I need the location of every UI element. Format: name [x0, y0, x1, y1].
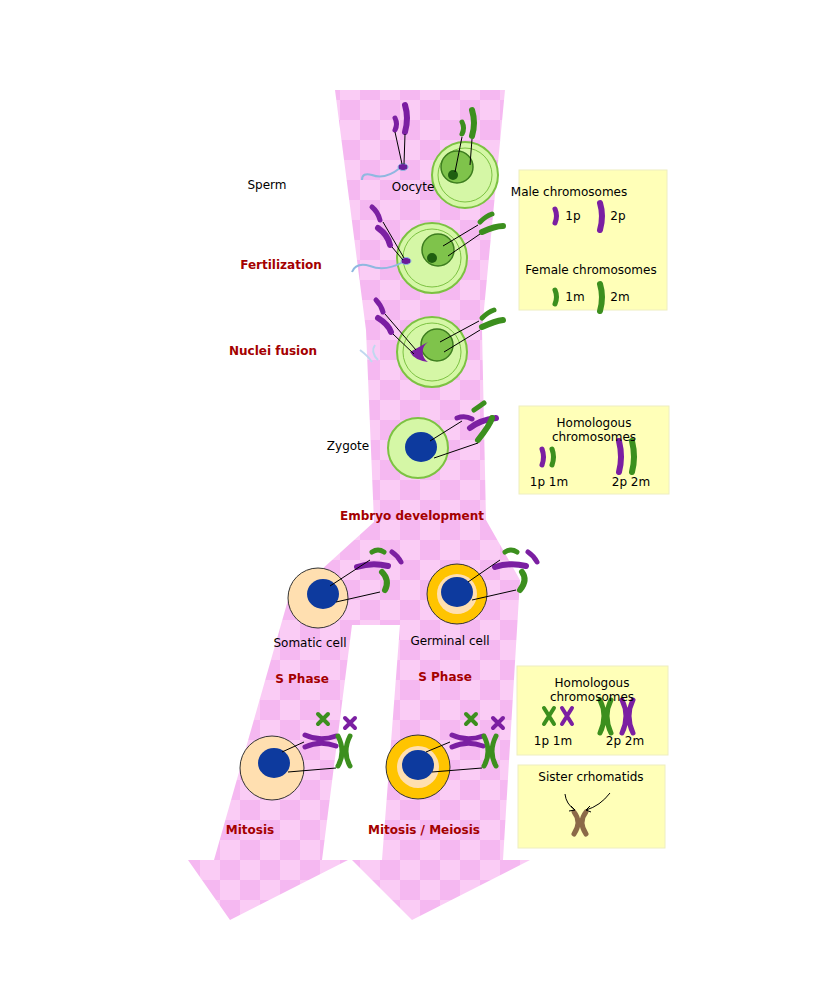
legend-panel: Sister crhomatids: [518, 765, 665, 848]
legend-panel: Homologous chromosomes 1p 1m 2p 2m: [517, 666, 668, 755]
cell-label: Sperm: [247, 179, 286, 193]
leader-lines: [430, 421, 478, 458]
stage-label: S Phase: [418, 671, 472, 685]
panel-heading: Homologous chromosomes: [533, 676, 651, 705]
legend-panel: Male chromosomes1p2pFemale chromosomes1m…: [519, 170, 667, 310]
stage-label: Mitosis: [226, 824, 274, 838]
somatic-cell-s-phase: [240, 736, 304, 800]
fusing-cell: [360, 317, 467, 387]
panel-text: Female chromosomes: [525, 263, 656, 277]
panel-grounds: [517, 170, 669, 848]
zygote-cell: [388, 418, 448, 478]
panel-text: 2p 2m: [606, 734, 644, 748]
panel-text: 2m: [610, 290, 629, 304]
chromosomes: [305, 714, 503, 766]
panel-heading: Homologous chromosomes: [535, 416, 653, 445]
germinal-cell-s-phase: [386, 735, 450, 799]
leader-lines: [282, 742, 482, 772]
chromosomes: [372, 207, 503, 245]
chromosomes: [357, 550, 537, 590]
sperm: [362, 164, 408, 181]
panel-text: 1p 1m: [534, 734, 572, 748]
cell-label: Somatic cell: [273, 637, 346, 651]
panel-text: Sister crhomatids: [538, 770, 643, 784]
chromosomes: [376, 300, 503, 332]
panel-text: 1p 1m: [530, 475, 568, 489]
stage-label: Fertilization: [240, 259, 322, 273]
somatic-cell: [288, 568, 348, 628]
leader-lines: [385, 314, 480, 354]
stage-label: S Phase: [275, 673, 329, 687]
stage-label: Mitosis / Meiosis: [368, 824, 480, 838]
panel-text: 2p: [610, 209, 625, 223]
pointer-arrows: [565, 793, 610, 812]
cell-label: Zygote: [327, 440, 369, 454]
flow-arrows: [188, 90, 530, 920]
leader-lines: [395, 132, 472, 172]
panel-text: 1p: [565, 209, 580, 223]
panel-text: 1m: [565, 290, 584, 304]
legend-panel: Homologous chromosomes 1p 1m 2p 2m: [519, 406, 669, 494]
leader-lines: [383, 222, 480, 260]
germinal-cell: [427, 564, 487, 624]
stage-label: Embryo development: [340, 510, 484, 524]
panel-text: Male chromosomes: [511, 185, 627, 199]
cell-label: Germinal cell: [410, 635, 489, 649]
oocyte: [432, 142, 498, 208]
panel-text: 2p 2m: [612, 475, 650, 489]
fertilized-oocyte: [352, 223, 467, 293]
stage-label: Nuclei fusion: [229, 345, 317, 359]
chromosomes: [457, 403, 496, 440]
chromosomes: [395, 105, 474, 136]
leader-lines: [330, 560, 516, 602]
cell-label: Oocyte: [392, 181, 435, 195]
